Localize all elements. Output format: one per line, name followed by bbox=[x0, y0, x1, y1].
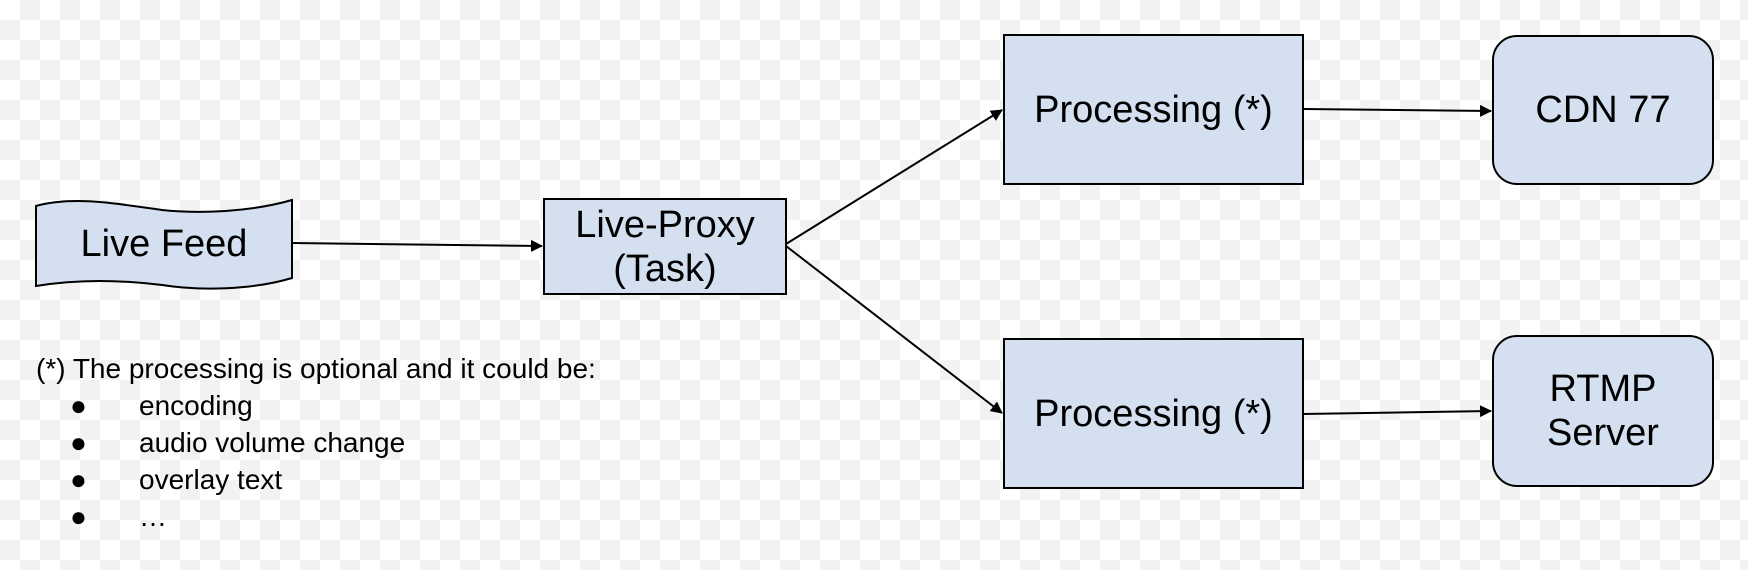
processing-bottom-label: Processing (*) bbox=[1034, 392, 1273, 435]
footnote-item-text: overlay text bbox=[139, 464, 283, 495]
cdn-node bbox=[1492, 35, 1714, 185]
footnote-list-item: ● … bbox=[36, 498, 596, 535]
processing-bottom-node bbox=[1003, 338, 1304, 489]
edge-live-proxy-to-processing-bottom bbox=[785, 245, 1003, 414]
edge-live-proxy-to-processing-top bbox=[785, 109, 1003, 245]
processing-top-label: Processing (*) bbox=[1034, 88, 1273, 131]
footnote-item-text: audio volume change bbox=[139, 427, 406, 458]
footnote-list-item: ● encoding bbox=[36, 387, 596, 424]
footnote-heading: (*) The processing is optional and it co… bbox=[36, 353, 596, 384]
rtmp-node bbox=[1492, 335, 1714, 487]
edge-live-feed-to-live-proxy bbox=[291, 239, 543, 252]
bullet-icon: ● bbox=[70, 427, 87, 458]
processing-top-node bbox=[1003, 34, 1304, 185]
bullet-icon: ● bbox=[70, 390, 87, 421]
footnote-item-text: encoding bbox=[139, 390, 253, 421]
edge-processing-bottom-to-rtmp bbox=[1302, 405, 1492, 418]
rtmp-label: RTMP Server bbox=[1547, 368, 1659, 454]
footnote-list: ● encoding ● audio volume change ● overl… bbox=[36, 387, 596, 535]
processing-footnote: (*) The processing is optional and it co… bbox=[36, 350, 596, 535]
live-feed-node bbox=[35, 198, 293, 290]
bullet-icon: ● bbox=[70, 501, 87, 532]
live-proxy-node bbox=[543, 198, 787, 295]
bullet-icon: ● bbox=[70, 464, 87, 495]
live-feed-label: Live Feed bbox=[80, 223, 248, 265]
cdn-label: CDN 77 bbox=[1535, 89, 1671, 131]
footnote-list-item: ● overlay text bbox=[36, 461, 596, 498]
footnote-item-text: … bbox=[139, 501, 167, 532]
live-proxy-label: Live-Proxy (Task) bbox=[575, 203, 755, 290]
edge-processing-top-to-cdn bbox=[1302, 104, 1492, 117]
footnote-list-item: ● audio volume change bbox=[36, 424, 596, 461]
